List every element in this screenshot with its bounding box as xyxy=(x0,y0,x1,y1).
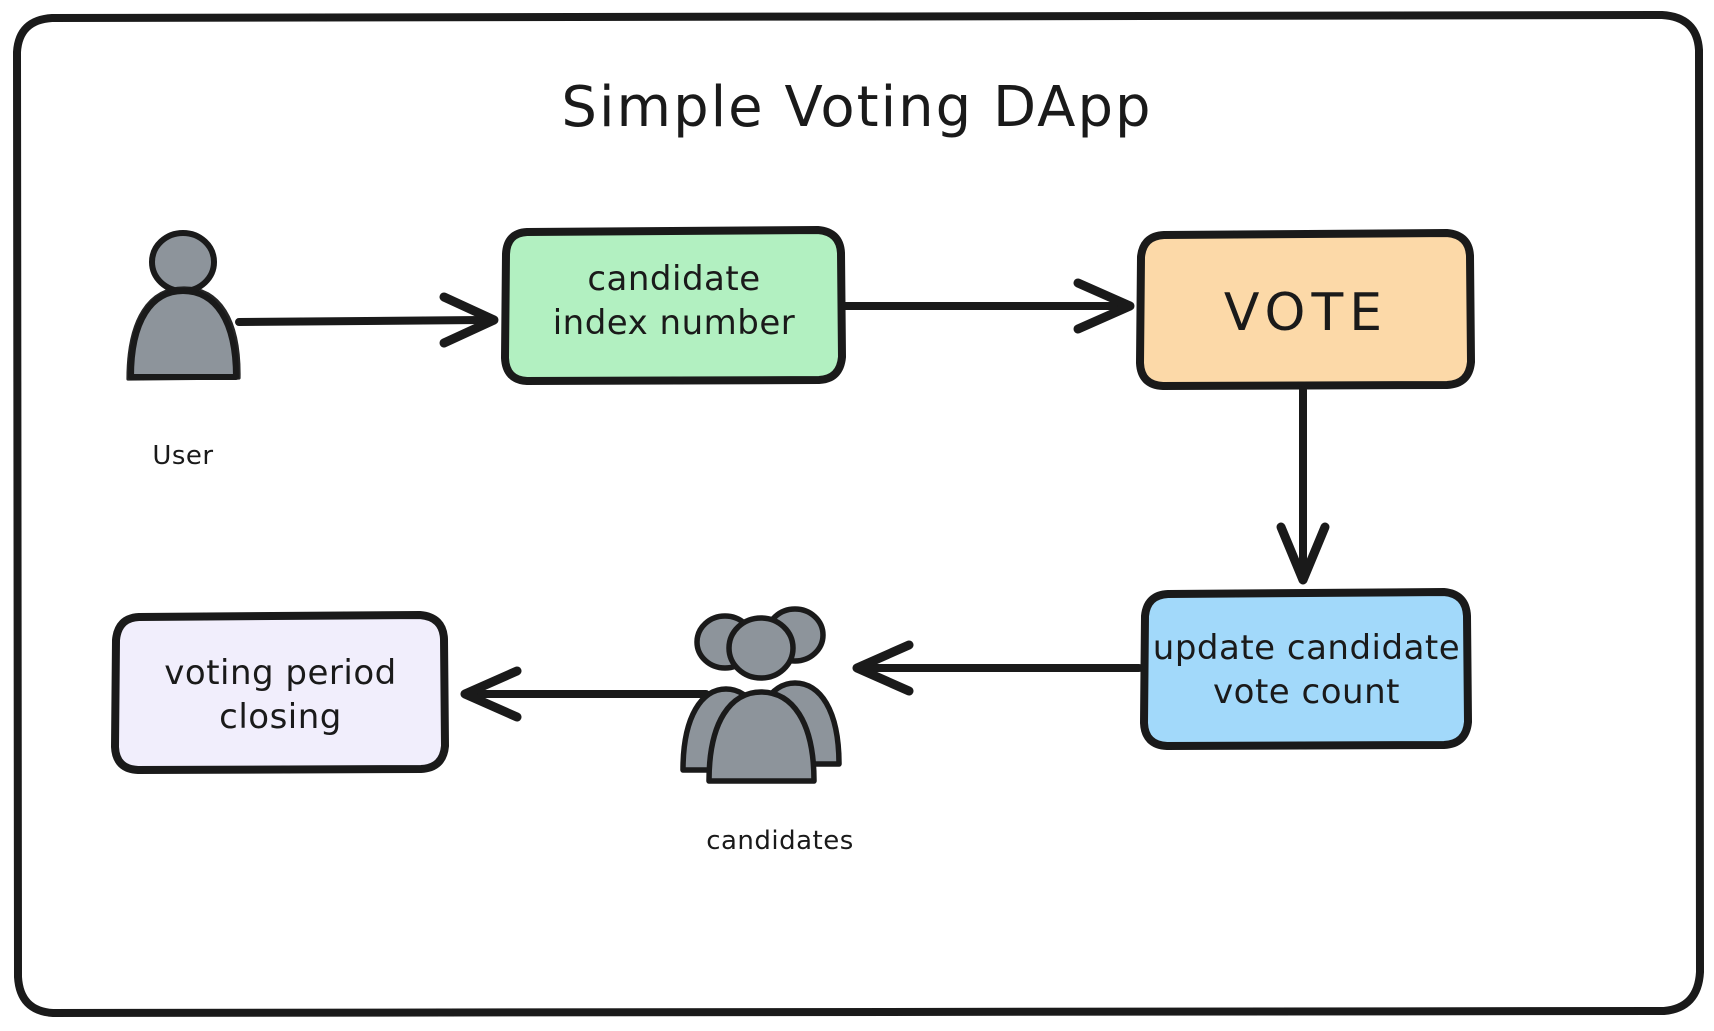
node-update-count[interactable] xyxy=(1140,588,1472,750)
node-candidate-index[interactable] xyxy=(501,226,846,385)
edge-user-to-candidate-index xyxy=(235,292,499,348)
edge-vote-to-update-count xyxy=(1276,386,1330,585)
node-vote[interactable] xyxy=(1136,229,1475,390)
edge-update-count-to-candidates xyxy=(852,640,1143,696)
edge-candidate-index-to-vote xyxy=(841,278,1135,334)
group-of-people-icon xyxy=(680,606,842,784)
node-voting-period-closing[interactable] xyxy=(111,611,449,774)
outer-frame xyxy=(13,11,1704,1017)
edge-candidates-to-voting-period-closing xyxy=(460,666,710,722)
single-person-icon xyxy=(126,230,241,381)
